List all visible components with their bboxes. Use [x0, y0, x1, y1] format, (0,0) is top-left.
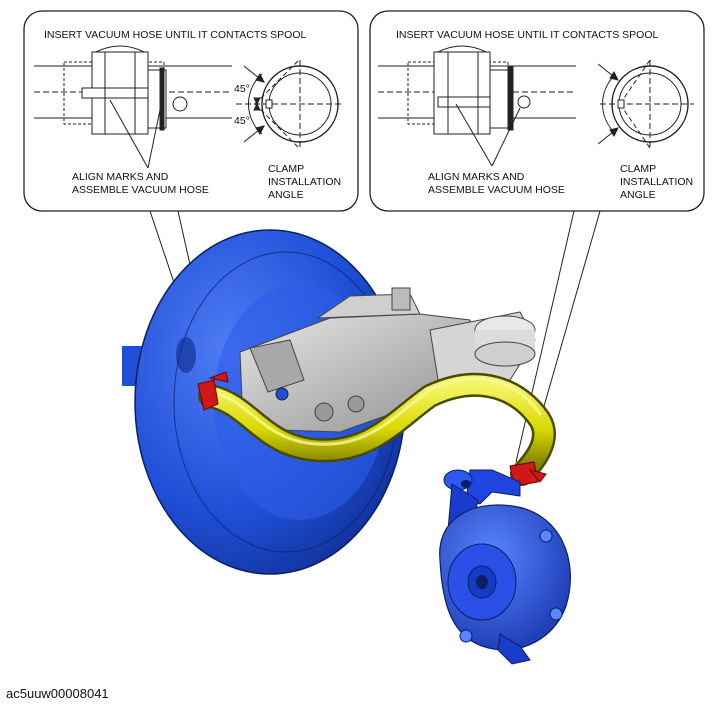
mount-flange [249, 339, 305, 393]
callout-left-align-line1: ALIGN MARKS AND [72, 171, 169, 183]
angle-label-top: 45° [234, 83, 250, 95]
angle-label-bottom: 45° [234, 115, 250, 127]
hose-side-view-right [378, 45, 576, 167]
callout-left-clamp-line2: INSTALLATION [268, 176, 341, 188]
master-cylinder [239, 287, 536, 433]
callout-left-title: INSERT VACUUM HOSE UNTIL IT CONTACTS SPO… [44, 29, 307, 41]
callout-right: INSERT VACUUM HOSE UNTIL IT CONTACTS SPO… [369, 10, 705, 463]
vacuum-hose [198, 372, 556, 486]
callout-left-clamp-line3: ANGLE [268, 189, 304, 201]
vacuum-pump [439, 469, 571, 665]
callout-right-title: INSERT VACUUM HOSE UNTIL IT CONTACTS SPO… [396, 29, 659, 41]
callout-right-align-line2: ASSEMBLE VACUUM HOSE [428, 184, 565, 196]
figure-code: ac5uuw00008041 [6, 686, 109, 701]
callout-right-clamp-line1: CLAMP [620, 163, 656, 175]
callout-right-align-line1: ALIGN MARKS AND [428, 171, 525, 183]
clamp-end-view-left [236, 58, 344, 150]
callout-right-clamp-line3: ANGLE [620, 189, 656, 201]
hose-clamp-booster [197, 371, 229, 411]
callout-right-clamp-line2: INSTALLATION [620, 176, 693, 188]
callout-left-align-line2: ASSEMBLE VACUUM HOSE [72, 184, 209, 196]
callout-left: INSERT VACUUM HOSE UNTIL IT CONTACTS SPO… [23, 10, 359, 391]
callout-left-clamp-line1: CLAMP [268, 163, 304, 175]
clamp-end-view-right [597, 59, 694, 150]
hose-side-view-left [34, 45, 232, 169]
